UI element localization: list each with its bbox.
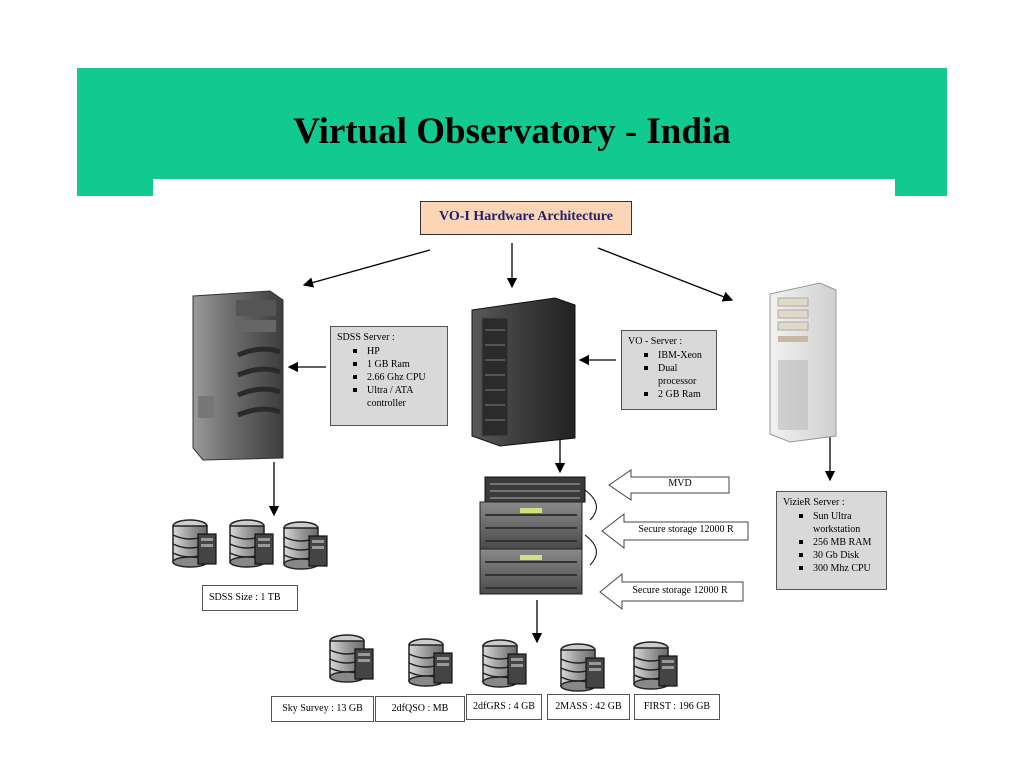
sdss-server-spec: SDSS Server : HP 1 GB Ram 2.66 Ghz CPU U… (330, 326, 448, 426)
architecture-heading: VO-I Hardware Architecture (420, 201, 632, 235)
vizier-server-heading: VizieR Server : (783, 497, 845, 508)
vizier-spec-item: Sun Ultra workstation (799, 510, 880, 536)
vizier-server-spec: VizieR Server : Sun Ultra workstation 25… (776, 491, 887, 590)
banner-notch (153, 179, 895, 199)
title-banner (77, 68, 947, 196)
sdss-size-label: SDSS Size : 1 TB (202, 585, 298, 611)
sdss-server-heading: SDSS Server : (337, 332, 395, 343)
sun-workstation-icon (769, 282, 837, 443)
grs-label: 2dfGRS : 4 GB (466, 694, 542, 720)
sdss-spec-item: HP (353, 345, 441, 358)
page-title: Virtual Observatory - India (293, 111, 731, 152)
storage-rack-icon (479, 476, 597, 595)
ibm-server-icon (471, 297, 576, 447)
mvd-label: MVD (668, 478, 692, 489)
sky-survey-label: Sky Survey : 13 GB (271, 696, 374, 722)
storage-block-arrows (599, 469, 749, 611)
secure-storage-label-2: Secure storage 12000 R (632, 585, 728, 596)
vizier-spec-item: 30 Gb Disk (799, 549, 880, 562)
vizier-spec-item: 300 Mhz CPU (799, 562, 880, 575)
sdss-spec-item: 1 GB Ram (353, 358, 441, 371)
vo-spec-item: IBM-Xeon (644, 349, 710, 362)
sdss-spec-item: Ultra / ATA controller (353, 384, 441, 410)
vo-spec-item: 2 GB Ram (644, 388, 710, 401)
vo-server-heading: VO - Server : (628, 336, 683, 347)
twomass-label: 2MASS : 42 GB (547, 694, 630, 720)
vizier-spec-item: 256 MB RAM (799, 536, 880, 549)
secure-storage-label-1: Secure storage 12000 R (638, 524, 734, 535)
vo-spec-item: Dual processor (644, 362, 710, 388)
qso-label: 2dfQSO : MB (375, 696, 465, 722)
first-label: FIRST : 196 GB (634, 694, 720, 720)
sdss-spec-item: 2.66 Ghz CPU (353, 371, 441, 384)
vo-server-spec: VO - Server : IBM-Xeon Dual processor 2 … (621, 330, 717, 410)
hp-server-icon (192, 290, 284, 461)
